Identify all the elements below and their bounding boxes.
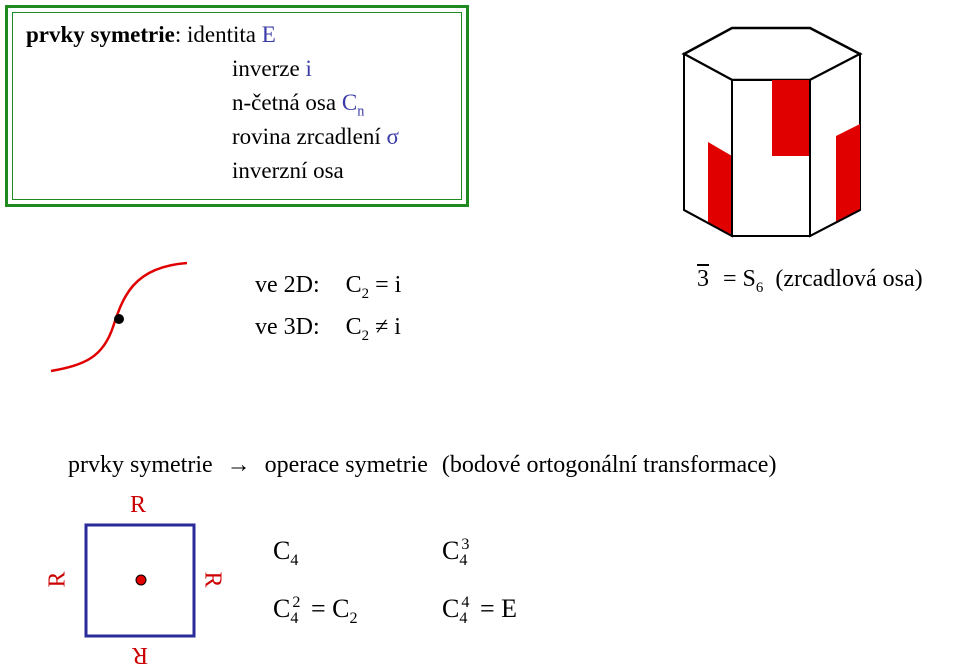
box-item-4: rovina zrcadlení σ (232, 124, 399, 150)
hexagonal-prism-illustration (681, 26, 863, 238)
c4-op-3-tail: = C (310, 594, 350, 623)
rule-3d-prefix: ve 3D: (255, 314, 320, 340)
c4-op-3-base: C (273, 594, 291, 623)
symmetry-elements-box-inner-border (12, 12, 462, 200)
box-item-1-text: identita (186, 22, 262, 47)
symmetry-elements-box (5, 5, 469, 207)
c4-op-4: C44 = E (442, 594, 517, 628)
box-item-3-symbol: C (341, 90, 358, 115)
rule-2d-symbol: C (345, 272, 362, 298)
c4-op-4-tail: = E (479, 594, 518, 623)
box-item-5-text: inverzní osa (232, 158, 344, 183)
box-item-3-text: n-četná osa (232, 90, 342, 115)
operations-arrow: → (226, 452, 251, 478)
square-center-dot (135, 574, 147, 586)
s-curve-path (50, 261, 188, 373)
box-title: prvky symetrie (26, 22, 175, 47)
square-label-bottom: R (132, 642, 149, 668)
box-item-1-symbol: E (261, 22, 276, 47)
operations-note: (bodové ortogonální transformace) (441, 452, 777, 478)
c4-op-4-base: C (442, 594, 460, 623)
box-item-4-text: rovina zrcadlení (232, 124, 387, 149)
s-curve-illustration (50, 261, 188, 373)
box-item-5: inverzní osa (232, 158, 344, 184)
c4-op-4-sup: 4 (461, 594, 470, 612)
c4-op-3: C42 = C2 (273, 594, 358, 628)
inversion-axis-equals: = (723, 266, 737, 292)
box-item-2-text: inverze (232, 56, 306, 81)
prism-red-marker-right (836, 124, 860, 222)
c4-op-1-base: C (273, 536, 291, 565)
c4-op-3-sub: 4 (290, 610, 299, 628)
rule-3d-symbol: C (345, 314, 362, 340)
square-label-top: R (130, 492, 147, 518)
c4-op-3-sup: 2 (292, 594, 301, 612)
rule-2d-prefix: ve 2D: (255, 272, 320, 298)
c4-op-2-sub: 4 (459, 552, 468, 570)
box-item-3-sub: n (357, 103, 365, 120)
rule-2d: ve 2D: C2 = i (255, 272, 401, 303)
operations-right: operace symetrie (264, 452, 428, 478)
box-item-2: inverze i (232, 56, 312, 82)
square-illustration (84, 523, 196, 638)
rule-3d-relation: ≠ i (375, 314, 401, 340)
inversion-axis-sub: 6 (755, 279, 764, 296)
box-item-4-symbol: σ (386, 124, 399, 149)
c4-op-4-sub: 4 (459, 610, 468, 628)
c4-op-2: C43 (442, 536, 469, 570)
rule-3d: ve 3D: C2 ≠ i (255, 314, 401, 345)
square-label-left: R (44, 571, 71, 588)
box-title-colon: : (174, 22, 182, 47)
c4-op-1-sub: 4 (290, 552, 299, 570)
box-title-line: prvky symetrie: identita E (26, 22, 276, 48)
box-item-2-symbol: i (305, 56, 312, 81)
square-label-right: R (199, 571, 226, 588)
box-item-3: n-četná osa Cn (232, 90, 364, 121)
prism-red-marker-front (772, 80, 810, 156)
c4-op-2-sup: 3 (461, 536, 470, 554)
rule-2d-sub: 2 (361, 285, 370, 302)
c4-op-2-base: C (442, 536, 460, 565)
c4-op-3-tail-sub: 2 (349, 610, 358, 628)
rule-3d-sub: 2 (361, 327, 370, 344)
inversion-axis-symbol: S (742, 266, 756, 292)
operations-left: prvky symetrie (68, 452, 213, 478)
inversion-center-dot (114, 314, 124, 324)
prism-red-marker-left (708, 142, 732, 236)
operations-line: prvky symetrie → operace symetrie (bodov… (68, 452, 776, 479)
square-outline (84, 523, 196, 638)
inversion-axis-bar-number: 3 (697, 266, 709, 292)
c4-op-1: C4 (273, 536, 298, 570)
inversion-axis-formula: 3 = S6 (zrcadlová osa) (697, 266, 923, 297)
rule-2d-relation: = i (375, 272, 402, 298)
inversion-axis-note: (zrcadlová osa) (775, 266, 923, 292)
